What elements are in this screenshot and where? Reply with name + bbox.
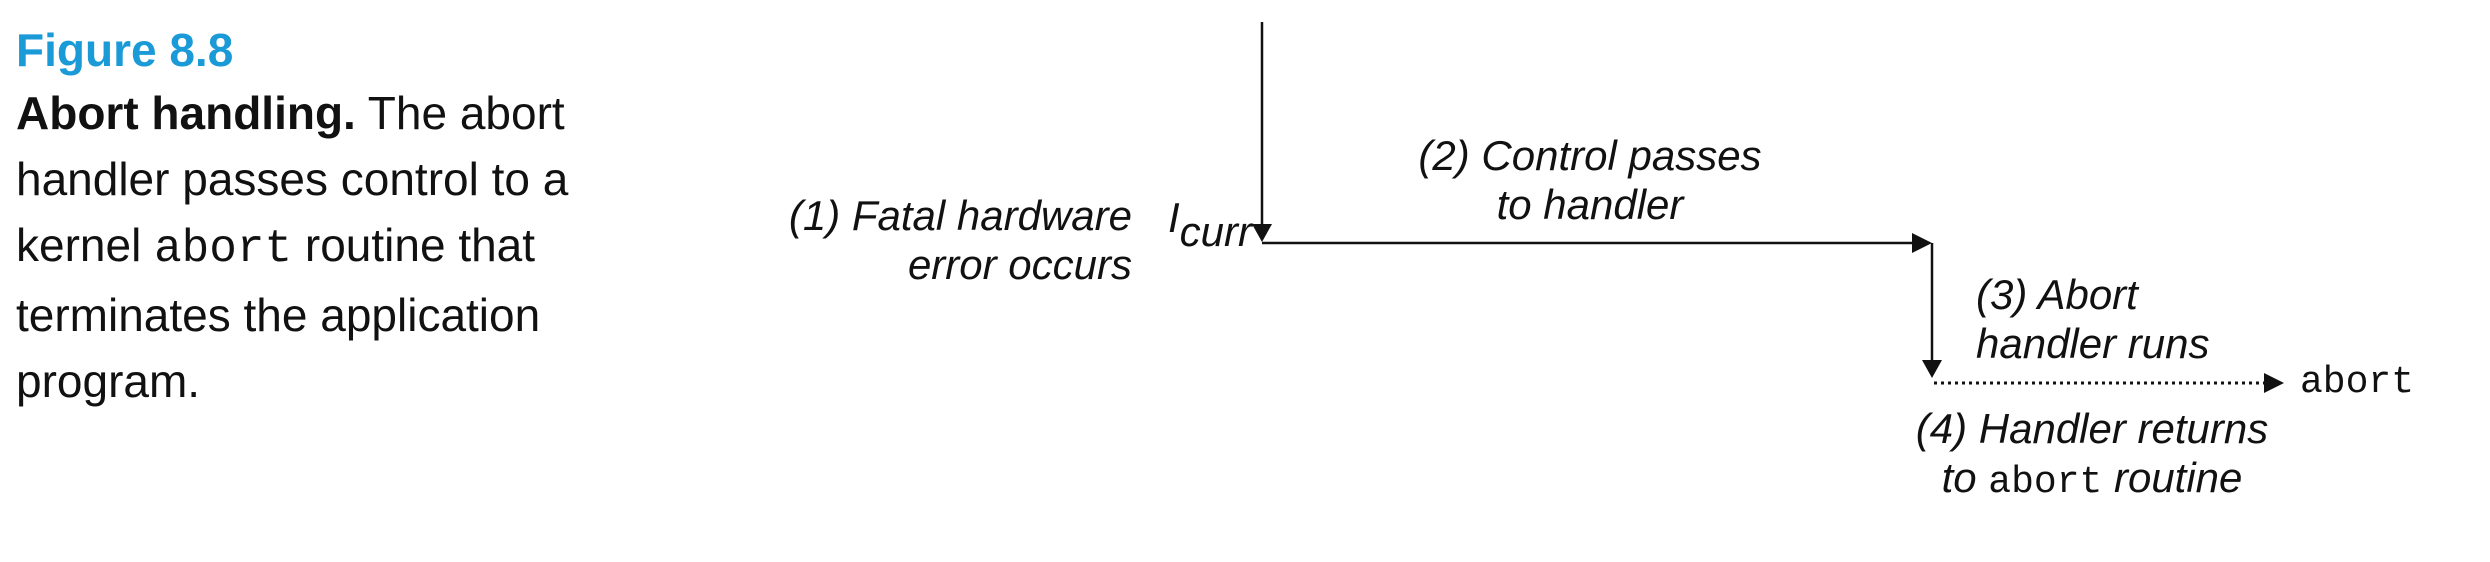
instr-subscript: curr (1180, 208, 1254, 255)
step3-label-line2: handler runs (1976, 320, 2209, 367)
caption-title: Abort handling. (16, 87, 356, 139)
abort-routine-label: abort (2300, 361, 2414, 404)
figure-label: Figure 8.8 (16, 24, 234, 76)
step2-label-line2: to handler (1497, 181, 1686, 228)
step4-label-line1: (4) Handler returns (1916, 405, 2268, 452)
step4-label-line2: to abort routine (1942, 454, 2243, 504)
caption-code-word: abort (154, 223, 293, 275)
instr-main: I (1168, 194, 1180, 241)
step4-line2-pre: to (1942, 454, 1989, 501)
caption-body-1: The abort handler passes control to a ke… (16, 87, 569, 271)
return-to-abort-arrowhead (2264, 373, 2284, 393)
step3-label-line1: (3) Abort (1976, 271, 2140, 318)
step4-line2-code: abort (1988, 461, 2102, 504)
control-transfer-arrowhead (1912, 233, 1932, 253)
caption-text: Abort handling. The abort handler passes… (16, 80, 656, 414)
program-flow-arrowhead (1252, 224, 1272, 242)
handler-run-arrowhead (1922, 360, 1942, 378)
step1-label-line1: (1) Fatal hardware (789, 192, 1132, 239)
caption-body-2: routine that terminates the application … (16, 219, 541, 407)
step2-label-line1: (2) Control passes (1418, 132, 1761, 179)
step1-label-line2: error occurs (908, 241, 1132, 288)
step4-line2-post: routine (2102, 454, 2242, 501)
figure-caption: Figure 8.8 Abort handling. The abort han… (16, 20, 656, 414)
current-instruction-label: Icurr (1168, 194, 1254, 255)
